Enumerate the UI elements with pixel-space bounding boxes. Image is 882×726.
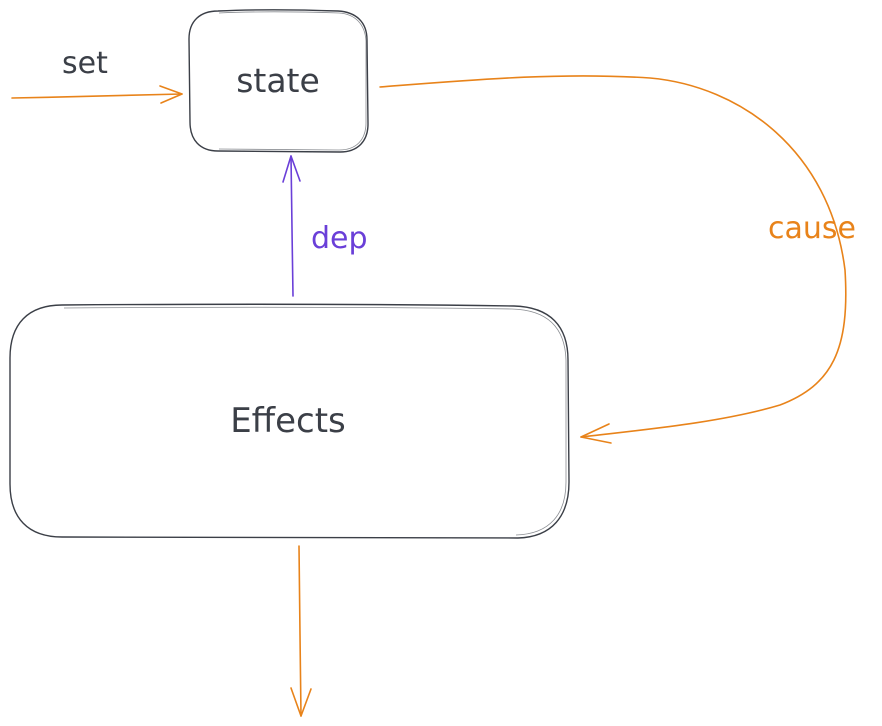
dep-edge-label: dep: [311, 221, 368, 256]
dep-arrow: [282, 155, 301, 297]
set-arrow: [11, 85, 183, 104]
set-edge-label: set: [62, 46, 108, 81]
cause-edge-label: cause: [768, 211, 856, 246]
state-node-label: state: [236, 61, 320, 100]
effects-node[interactable]: Effects: [9, 303, 570, 539]
output-arrow: [290, 545, 312, 717]
state-node[interactable]: state: [188, 9, 369, 153]
cause-arrow: [379, 75, 847, 444]
effects-node-label: Effects: [230, 401, 346, 441]
